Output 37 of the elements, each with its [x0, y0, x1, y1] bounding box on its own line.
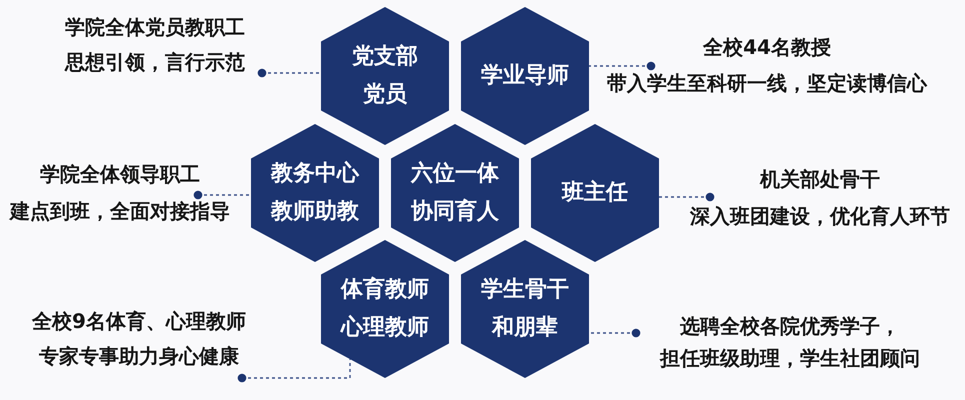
duty-description: 深入班团建设，优化育人环节: [690, 203, 950, 230]
leader-line: [238, 359, 351, 382]
group-heading: 机关部处骨干: [760, 166, 880, 193]
group-heading: 学院全体党员教职工: [65, 14, 245, 41]
leader-line: [659, 192, 714, 202]
duty-description: 担任班级助理，学生社团顾问: [660, 345, 920, 372]
role-label: 心理教师: [341, 314, 429, 342]
leader-line: [589, 62, 656, 70]
leader-line: [194, 190, 251, 200]
role-label: 六位一体: [411, 160, 499, 188]
role-label: 协同育人: [411, 198, 499, 226]
hexagon-tile: [461, 240, 589, 378]
role-label: 教务中心: [271, 160, 359, 188]
duty-description: 专家专事助力身心健康: [39, 343, 239, 370]
hexagon-tile: [321, 7, 449, 145]
hexagon-tile: [251, 124, 379, 262]
leader-line: [589, 328, 640, 338]
role-label: 党员: [363, 81, 407, 109]
role-label: 党支部: [352, 43, 418, 71]
role-label: 和朋辈: [492, 314, 558, 342]
hexagon-tile: [321, 240, 449, 378]
group-heading: 学院全体领导职工: [40, 161, 200, 188]
hexagon-tile: [531, 124, 659, 262]
duty-description: 带入学生至科研一线，坚定读博信心: [607, 70, 927, 97]
role-label: 教师助教: [271, 198, 359, 226]
leader-line: [258, 68, 321, 78]
role-label: 班主任: [562, 178, 628, 207]
group-heading: 全校44名教授: [703, 34, 831, 61]
hexagon-tile: [461, 7, 589, 145]
hexagon-tile: [391, 124, 519, 262]
group-heading: 全校9名体育、心理教师: [32, 308, 246, 335]
role-label: 学生骨干: [481, 276, 569, 304]
role-label: 体育教师: [341, 276, 429, 304]
duty-description: 思想引领，言行示范: [65, 49, 245, 76]
duty-description: 建点到班，全面对接指导: [10, 198, 230, 225]
role-label: 学业导师: [481, 62, 569, 90]
group-heading: 选聘全校各院优秀学子，: [680, 313, 900, 340]
